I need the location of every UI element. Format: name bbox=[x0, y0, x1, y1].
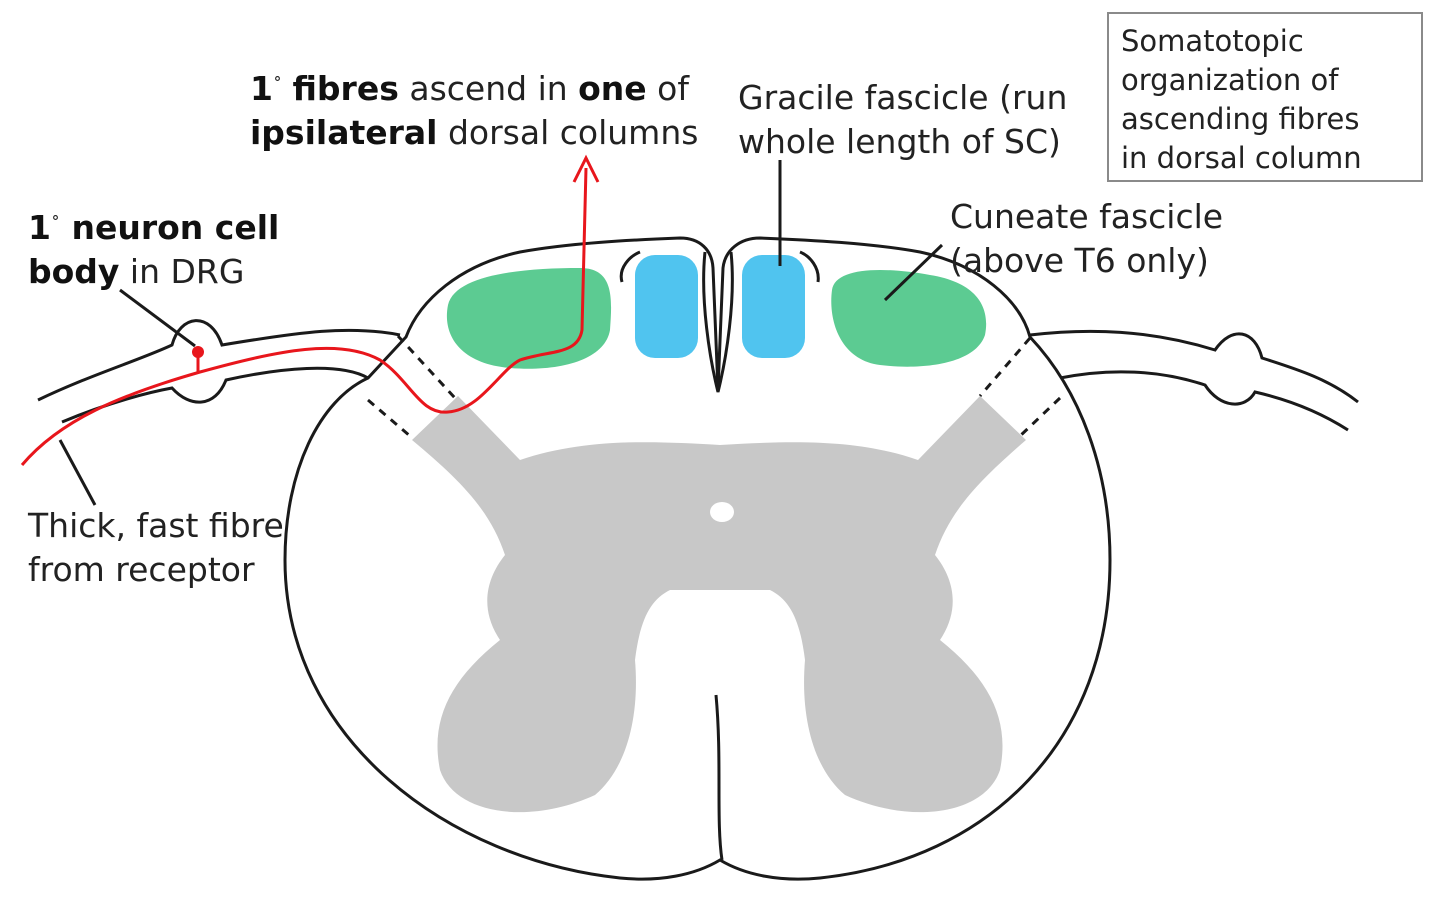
neuron-leader-line bbox=[119, 288, 196, 348]
somatotopic-line2: organization of bbox=[1121, 63, 1339, 97]
thick-line1: Thick, fast fibre bbox=[28, 506, 284, 545]
cuneate-fascicle-left bbox=[446, 268, 612, 369]
ventral-median-fissure bbox=[714, 694, 724, 861]
fibres-bold-one: one bbox=[578, 69, 647, 108]
right-dorsal-root-lower bbox=[1059, 370, 1349, 432]
central-canal bbox=[710, 502, 734, 522]
cuneate-leader-line bbox=[883, 243, 944, 302]
neuron-text-in-drg: in DRG bbox=[119, 252, 245, 291]
cell-body-dot bbox=[192, 346, 204, 358]
label-thick-fast-fibre: Thick, fast fibre from receptor bbox=[28, 504, 284, 592]
somatotopic-line1: Somatotopic bbox=[1121, 24, 1304, 58]
somatotopic-note-box: Somatotopic organization of ascending fi… bbox=[1107, 12, 1423, 182]
right-dorsal-root-upper bbox=[1029, 329, 1359, 404]
neuron-bold-body: body bbox=[28, 252, 120, 291]
gracile-line2: whole length of SC) bbox=[738, 122, 1061, 161]
cuneate-fascicle-right bbox=[831, 269, 987, 367]
somatotopic-line3: ascending fibres bbox=[1121, 102, 1360, 136]
neuron-prefix: 1 bbox=[28, 208, 51, 247]
primary-afferent-fibre bbox=[20, 167, 588, 466]
fibre-arrowhead-icon bbox=[572, 154, 600, 183]
fibres-bold-ipsilateral: ipsilateral bbox=[250, 113, 438, 152]
left-dorsal-root-lower bbox=[61, 366, 369, 424]
somatotopic-line4: in dorsal column bbox=[1121, 141, 1362, 175]
left-root-entry-lower-dashed bbox=[367, 398, 411, 438]
label-gracile-fascicle: Gracile fascicle (run whole length of SC… bbox=[738, 76, 1067, 164]
fibres-prefix: 1 bbox=[250, 69, 273, 108]
neuron-sup: ˚ bbox=[50, 215, 60, 236]
grey-matter bbox=[412, 396, 1026, 813]
neuron-bold-neuron-cell: neuron cell bbox=[59, 208, 280, 247]
right-intermediate-septum bbox=[799, 250, 820, 283]
dorsal-median-sulcus bbox=[702, 251, 734, 393]
right-root-entry-lower-dashed bbox=[1018, 396, 1062, 438]
label-cuneate-fascicle: Cuneate fascicle (above T6 only) bbox=[950, 195, 1223, 283]
thick-line2: from receptor bbox=[28, 550, 255, 589]
left-dorsal-root-upper bbox=[37, 319, 401, 402]
cuneate-line2: (above T6 only) bbox=[950, 241, 1209, 280]
fibres-text-of: of bbox=[646, 69, 689, 108]
left-intermediate-septum bbox=[619, 250, 641, 283]
fibres-text-ascend: ascend in bbox=[398, 69, 579, 108]
fibres-sup: ˚ bbox=[272, 76, 282, 97]
label-primary-fibres-ascend: 1˚ fibres ascend in one of ipsilateral d… bbox=[250, 67, 698, 155]
cuneate-line1: Cuneate fascicle bbox=[950, 197, 1224, 236]
gracile-fascicle-left bbox=[635, 255, 698, 358]
fibres-bold-fibres: fibres bbox=[292, 69, 399, 108]
gracile-fascicle-right bbox=[742, 255, 805, 358]
thick-fibre-leader-line bbox=[58, 439, 97, 506]
right-root-entry-upper-dashed bbox=[978, 337, 1032, 397]
fibres-text-dorsal-columns: dorsal columns bbox=[437, 113, 699, 152]
label-primary-neuron-cell-body: 1˚ neuron cell body in DRG bbox=[28, 206, 279, 294]
gracile-line1: Gracile fascicle (run bbox=[738, 78, 1068, 117]
